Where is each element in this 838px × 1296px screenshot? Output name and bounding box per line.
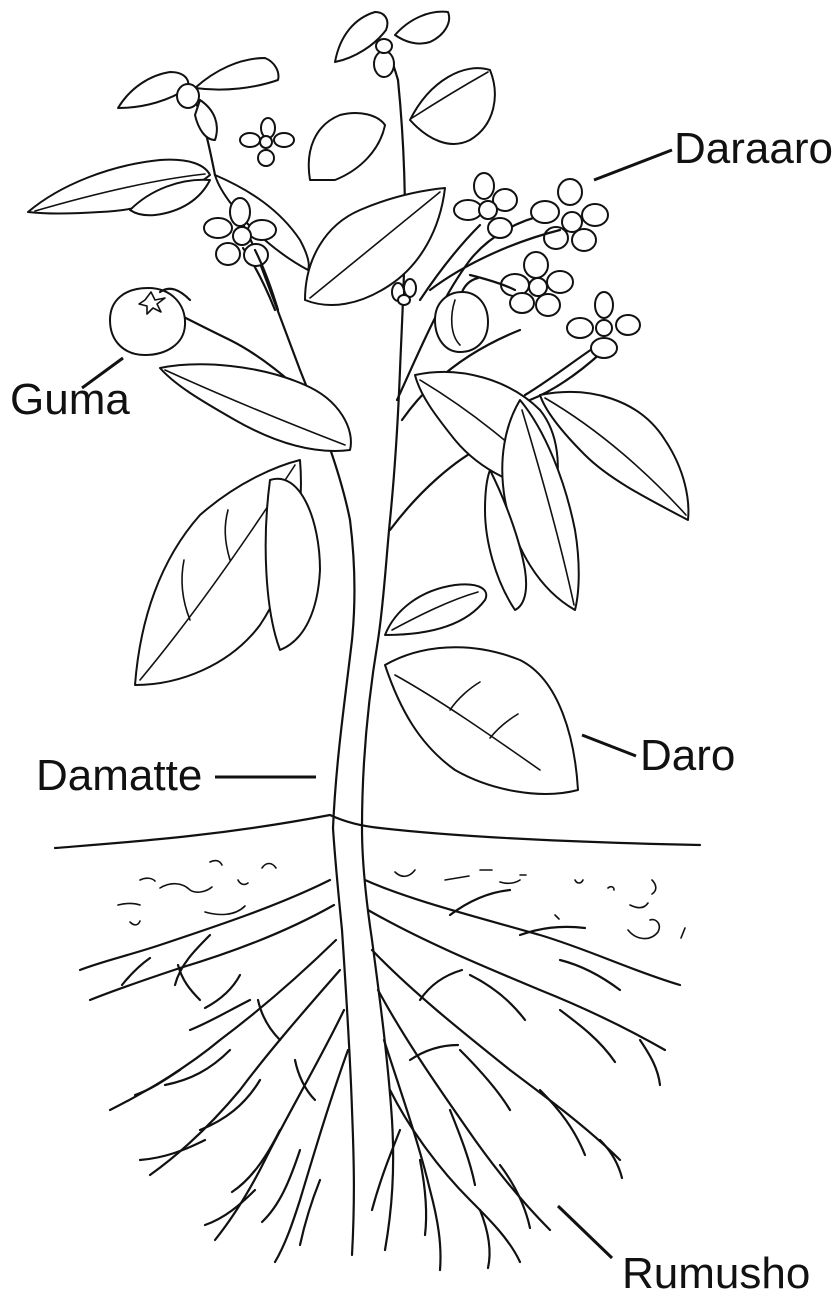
flower-3 [454,173,517,238]
leaf-mid-left [160,364,351,451]
label-fruit: Guma [10,375,130,424]
bud-top [374,51,394,77]
leaf-small-mid [385,584,486,635]
flower-6 [567,292,640,358]
leaf-top-center-c [309,113,385,180]
label-flower: Daraaro [674,124,833,173]
flower-4 [531,179,608,251]
leaf-top-left-b [195,58,278,90]
flower-2 [240,118,294,166]
bud-center [376,39,392,53]
leaf-top-left-c [195,100,217,140]
ground [55,815,700,939]
bud-left [177,84,199,108]
flower-bud-small [392,279,416,305]
fruit-right [435,292,488,352]
roots [80,828,680,1270]
leaf-leader-line [582,735,636,756]
label-root: Rumusho [622,1249,810,1296]
flower-5 [501,252,573,316]
leaf-lower-right [385,647,578,794]
fruit-left [110,288,185,355]
leaf-top-right [410,68,495,144]
label-leaf: Daro [640,731,735,780]
leaf-top-center-b [395,12,449,44]
root-leader-line [558,1206,612,1258]
leaf-left-behind [266,479,320,650]
label-stem: Damatte [36,751,202,800]
flower-leader-line [594,150,672,180]
